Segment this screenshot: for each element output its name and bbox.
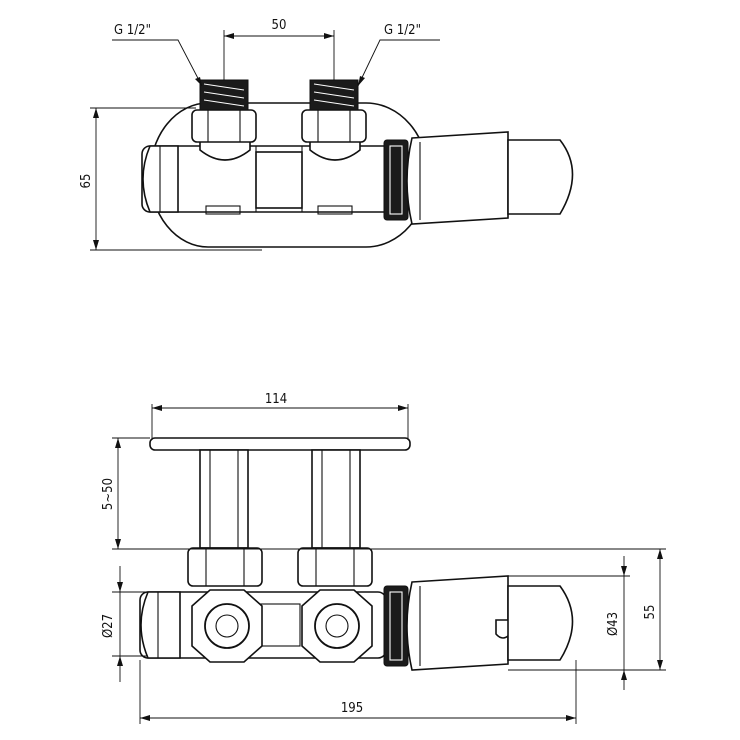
front-body-diameter-label: Ø27 [101,614,116,638]
top-thread-left-label: G 1/2" [114,23,151,38]
front-thermostatic-head [406,575,509,671]
top-head-ring [383,139,409,221]
top-view: 50 G 1/2" G 1/2" 65 [79,18,574,251]
front-end-cap [140,591,181,659]
front-left-hex-port [191,589,263,663]
top-left-elbow [199,139,251,161]
top-right-nut [301,109,367,143]
front-left-port-ring [204,603,250,649]
front-left-nut [187,547,263,587]
top-thermostatic-head [406,131,509,225]
front-view: 114 5~50 Ø27 Ø43 55 195 [101,392,666,724]
front-head-cap [507,585,574,661]
front-right-port-ring [314,603,360,649]
front-wall-distance-label: 5~50 [101,478,116,510]
front-right-hex-port [301,589,373,663]
front-left-riser [199,449,249,549]
top-height-label: 65 [79,174,94,189]
top-spacing-label: 50 [272,18,287,33]
top-right-elbow [309,139,361,161]
top-left-nut [191,109,257,143]
top-head-cap [507,139,574,215]
front-plate-width-label: 114 [265,392,287,407]
front-right-riser [311,449,361,549]
front-right-nut [297,547,373,587]
top-bridge [255,151,303,209]
front-head-diameter-label: Ø43 [606,612,621,636]
top-thread-right-label: G 1/2" [384,23,421,38]
front-left-port-bore [215,614,239,638]
front-right-port-bore [325,614,349,638]
front-total-length-label: 195 [341,701,363,716]
front-wall-plate [149,437,411,451]
front-height-label: 55 [643,605,658,620]
front-head-ring [383,585,409,667]
